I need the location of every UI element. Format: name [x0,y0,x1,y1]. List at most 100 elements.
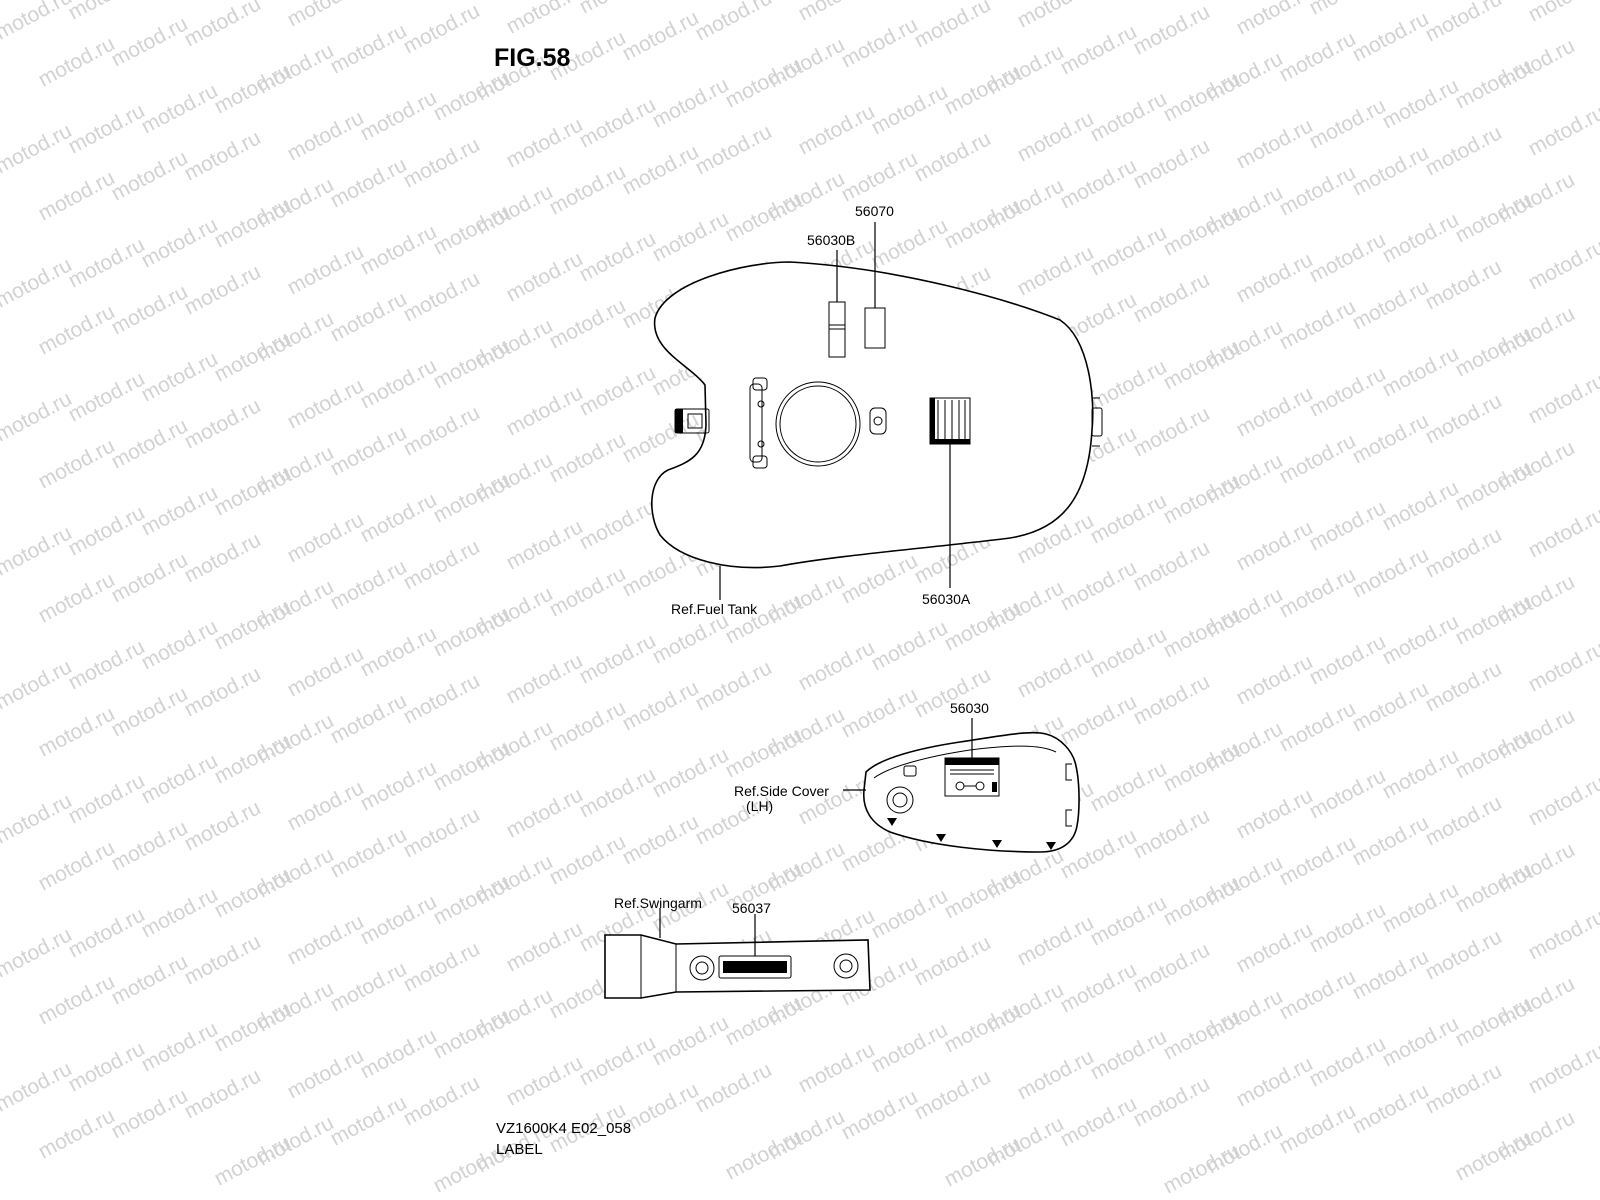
watermark-text: motod.ru [327,957,411,1016]
watermark-text: motod.ru [868,1018,952,1077]
watermark-text: motod.ru [181,1064,265,1123]
watermark-text: motod.ru [1087,891,1171,950]
watermark-text: motod.ru [619,676,703,735]
watermark-text: motod.ru [576,0,660,18]
watermark-text: motod.ru [357,756,441,815]
watermark-text: motod.ru [400,0,484,58]
watermark-text: motod.ru [1130,536,1214,595]
watermark-text: motod.ru [649,207,733,266]
watermark-text: motod.ru [1525,503,1600,562]
watermark-text: motod.ru [576,763,660,822]
watermark-text: motod.ru [108,280,192,339]
watermark-text: motod.ru [1306,898,1390,957]
watermark-text: motod.ru [65,903,149,962]
watermark-text: motod.ru [1276,965,1360,1024]
watermark-text: motod.ru [1276,563,1360,622]
watermark-text: motod.ru [1525,369,1600,428]
watermark-text: motod.ru [503,917,587,976]
watermark-text: motod.ru [1525,771,1600,830]
watermark-text: motod.ru [284,776,368,835]
watermark-text: motod.ru [1057,556,1141,615]
watermark-text: motod.ru [838,683,922,742]
watermark-text: motod.ru [1233,114,1317,173]
watermark-text: motod.ru [400,267,484,326]
fuel-cap-inner [779,385,857,463]
watermark-text: motod.ru [1130,402,1214,461]
watermark-text: motod.ru [108,146,192,205]
side-cover-drawing [843,718,1080,853]
watermark-text: motod.ru [1525,0,1600,26]
watermark-text: motod.ru [649,1011,733,1070]
watermark-text: motod.ru [795,1038,879,1097]
watermark-text: motod.ru [1087,87,1171,146]
watermark-text: motod.ru [911,127,995,186]
watermark-text: motod.ru [108,682,192,741]
watermark-text: motod.ru [503,247,587,306]
watermark-text: motod.ru [108,950,192,1009]
watermark-text: motod.ru [1379,610,1463,669]
watermark-text: motod.ru [138,213,222,272]
watermark-text: motod.ru [1306,764,1390,823]
watermark-text: motod.ru [357,86,441,145]
watermark-text: motod.ru [35,702,119,761]
watermark-text: motod.ru [35,970,119,1029]
watermark-text: motod.ru [284,106,368,165]
watermark-text: motod.ru [1057,1092,1141,1151]
watermark-text: motod.ru [1014,1045,1098,1104]
watermark-text: motod.ru [1379,74,1463,133]
watermark-text: motod.ru [284,1044,368,1103]
watermark-text: motod.ru [1087,489,1171,548]
watermark-text: motod.ru [1130,134,1214,193]
watermark-text: motod.ru [1306,0,1390,19]
watermark-text: motod.ru [546,160,630,219]
swingarm-drawing [604,908,871,999]
watermark-text: motod.ru [108,1084,192,1143]
watermark-text: motod.ru [1276,429,1360,488]
watermark-text: motod.ru [1014,241,1098,300]
watermark-text: motod.ru [1233,0,1317,39]
watermark-text: motod.ru [400,803,484,862]
watermark-text: motod.ru [0,387,76,446]
watermark-text: motod.ru [1276,697,1360,756]
watermark-text: motod.ru [1087,757,1171,816]
watermark-text: motod.ru [619,408,703,467]
ref-side-cover-label: Ref.Side Cover [734,783,829,799]
watermark-text: motod.ru [838,13,922,72]
watermark-text: motod.ru [65,769,149,828]
part-number-56030: 56030 [950,700,989,716]
watermark-text: motod.ru [1379,476,1463,535]
watermark-text: motod.ru [1422,255,1506,314]
watermark-text: motod.ru [35,434,119,493]
watermark-text: motod.ru [0,253,76,312]
watermark-text: motod.ru [1087,355,1171,414]
watermark-text: motod.ru [357,220,441,279]
watermark-text: motod.ru [503,783,587,842]
watermark-text: motod.ru [0,119,76,178]
watermark-text: motod.ru [181,528,265,587]
watermark-text: motod.ru [284,374,368,433]
watermark-text: motod.ru [138,347,222,406]
watermark-text: motod.ru [108,414,192,473]
watermark-text: motod.ru [503,0,587,38]
ref-swingarm-label: Ref.Swingarm [614,895,702,911]
watermark-text: motod.ru [327,1091,411,1150]
fuel-cap-ring [775,381,861,467]
watermark-text: motod.ru [1276,831,1360,890]
watermark-text: motod.ru [1379,878,1463,937]
watermark-text: motod.ru [327,689,411,748]
fuel-tank-drawing [651,222,1103,600]
watermark-text: motod.ru [138,79,222,138]
watermark-text: motod.ru [0,521,76,580]
watermark-text: motod.ru [400,401,484,460]
watermark-text: motod.ru [1422,389,1506,448]
watermark-text: motod.ru [284,642,368,701]
watermark-text: motod.ru [838,147,922,206]
watermark-text: motod.ru [868,214,952,273]
watermark-text: motod.ru [327,19,411,78]
watermark-text: motod.ru [546,696,630,755]
watermark-text: motod.ru [503,649,587,708]
watermark-text: motod.ru [619,6,703,65]
watermark-text: motod.ru [503,381,587,440]
watermark-text: motod.ru [692,120,776,179]
watermark-text: motod.ru [1306,228,1390,287]
